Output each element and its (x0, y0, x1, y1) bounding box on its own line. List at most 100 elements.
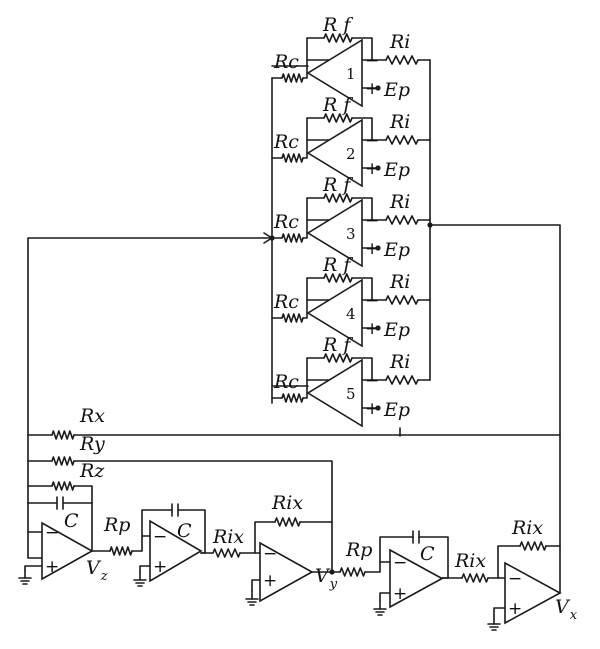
stage-3-ep-dot (375, 245, 381, 251)
minus-sign: − (393, 553, 407, 573)
vz-op-amp: −+ (41, 521, 94, 581)
ry-right (73, 460, 333, 573)
c1-label: C (64, 510, 79, 532)
rf-resistor-2 (323, 113, 353, 123)
rix-resistor-1 (212, 548, 241, 558)
plus-sign: + (365, 319, 379, 339)
stage-5-rf-left (306, 357, 325, 381)
stage-2-ep-dot (375, 165, 381, 171)
vx-bus-wire (429, 224, 561, 594)
ry-resistor (51, 456, 75, 466)
stage-5-ep-dot (375, 405, 381, 411)
stage-4-ep-dot (375, 325, 381, 331)
int3-plus-lead (379, 592, 391, 602)
stage-2-rf-right (351, 117, 373, 141)
junction-dots (269, 85, 433, 575)
rix-label-3: Rix (454, 550, 486, 572)
rp-label-2: Rp (345, 539, 372, 561)
vy-plus-lead (251, 579, 261, 592)
plus-sign: + (393, 584, 407, 604)
rix-resistor-4 (519, 541, 547, 551)
rx-label: Rx (79, 405, 105, 427)
op-amp-2: −+2 (306, 118, 379, 188)
left-bus-junction (269, 235, 275, 241)
stage-number: 1 (346, 65, 356, 83)
plus-sign: + (45, 557, 59, 577)
minus-sign: − (153, 527, 167, 547)
vy-op-amp: −+ (259, 541, 314, 603)
minus-sign: − (365, 211, 379, 231)
ground-4 (373, 600, 387, 616)
int2-minus-lead (131, 535, 151, 552)
ep-label-2: Ep (383, 159, 410, 181)
stage-3-rf-right (351, 197, 373, 221)
integrator-op-amp-2: −+ (149, 519, 203, 583)
rz-right (73, 485, 93, 552)
capacitors (56, 496, 420, 544)
op-amp-5: −+5 (306, 358, 379, 428)
stage-1-rf-right (351, 37, 373, 61)
ep-label-4: Ep (383, 319, 410, 341)
rix-resistor-2 (274, 517, 301, 527)
rx-resistor (51, 430, 75, 440)
integrator-op-amp-3: −+ (389, 548, 444, 609)
rp-resistor-2 (339, 567, 366, 577)
minus-sign: − (365, 51, 379, 71)
rp-label-1: Rp (103, 514, 130, 536)
rix-resistor-3 (461, 573, 489, 583)
plus-sign: + (365, 239, 379, 259)
minus-sign: − (365, 291, 379, 311)
vx-label: Vx (555, 596, 578, 623)
minus-sign: − (365, 131, 379, 151)
c2-left (141, 509, 173, 537)
ri-label-3: Ri (389, 191, 410, 213)
ri-resistor-4 (385, 295, 419, 305)
stage-number: 2 (346, 145, 356, 163)
ground-2 (133, 571, 147, 587)
right-bus-junction (427, 222, 433, 228)
rc-resistor-1 (281, 73, 304, 83)
vx-op-amp: −+ (504, 561, 562, 625)
rix-label-1: Rix (212, 526, 244, 548)
vx-plus-lead (493, 607, 506, 617)
op-amps: −+1−+2−+3−+4−+5−+−+−+−+−+ (41, 38, 562, 625)
vy-label: Vy (315, 565, 338, 592)
minus-sign: − (508, 569, 522, 589)
rc-resistor-5 (281, 393, 304, 403)
c2-label: C (177, 520, 192, 542)
rf-resistor-1 (323, 33, 353, 43)
rc-resistor-3 (281, 233, 304, 243)
c3-label: C (420, 543, 435, 565)
resistors (51, 33, 547, 583)
rz-label: Rz (79, 460, 105, 482)
stage-1-ep-dot (375, 85, 381, 91)
int2-plus-lead (139, 565, 151, 573)
integrator-capacitor-3 (412, 530, 420, 544)
rp-resistor-1 (109, 546, 133, 556)
stage-number: 4 (346, 305, 356, 323)
plus-sign: + (263, 571, 277, 591)
grounds (18, 569, 501, 631)
rc-resistor-2 (281, 153, 304, 163)
minus-sign: − (365, 371, 379, 391)
integrator-capacitor-2 (171, 503, 179, 517)
ri-resistor-1 (385, 55, 419, 65)
vz-plus-lead (24, 565, 43, 571)
rc-label-2: Rc (273, 131, 299, 153)
rf-resistor-3 (323, 193, 353, 203)
rf-resistor-5 (323, 353, 353, 363)
plus-sign: + (153, 557, 167, 577)
stage-2-rf-left (306, 117, 325, 141)
ep-label-5: Ep (383, 399, 410, 421)
int3-minus-lead (364, 561, 391, 573)
plus-sign: + (508, 599, 522, 619)
rf-label-5: R f (322, 334, 353, 356)
rf-label-1: R f (322, 14, 353, 36)
stage-4-rf-left (306, 277, 325, 301)
vy-junction (329, 569, 335, 575)
rix-label-2: Rix (271, 492, 303, 514)
ri-resistor-3 (385, 215, 419, 225)
rz-resistor (51, 481, 75, 491)
